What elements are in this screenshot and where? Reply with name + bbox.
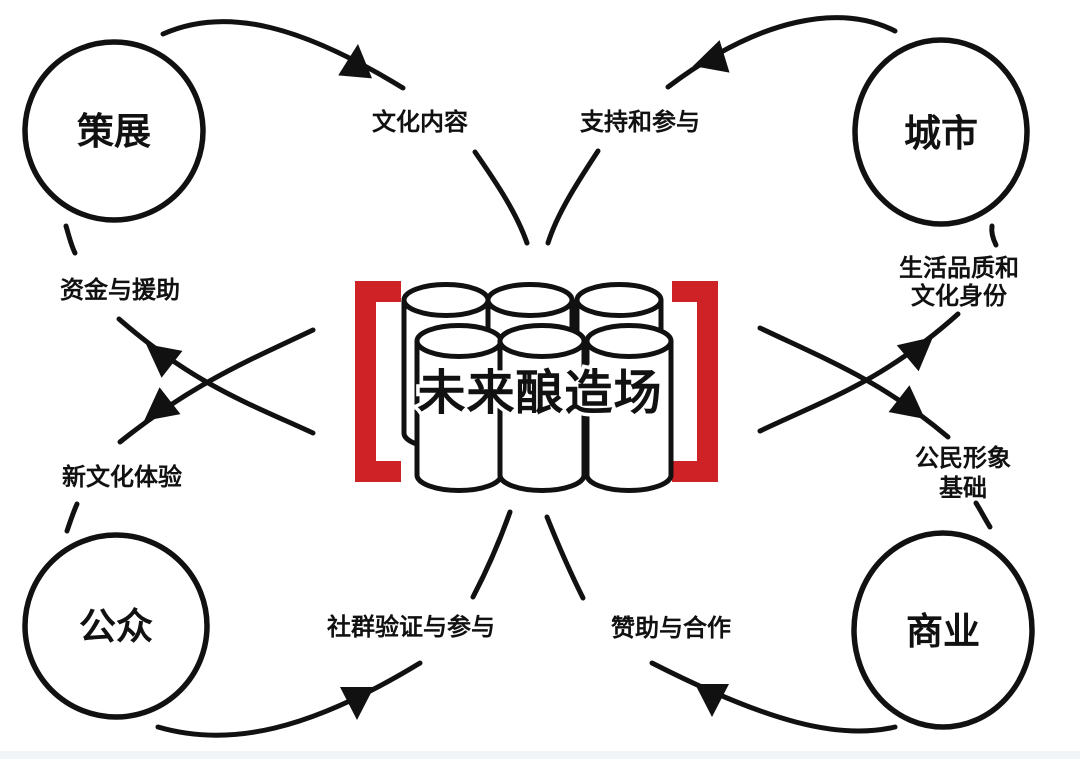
node-city-circle xyxy=(852,37,1030,227)
center-title: 未来酿造场 xyxy=(417,367,662,420)
arc-center-to-funding-label xyxy=(116,316,316,436)
node-public-circle xyxy=(22,532,210,720)
node-curation-circle xyxy=(22,39,206,223)
node-public-label: 公众 xyxy=(79,606,153,647)
node-business-circle xyxy=(851,530,1035,730)
left-bracket-icon xyxy=(355,281,401,482)
six-pack-cans-icon xyxy=(401,282,674,493)
flow-label-community-validation: 社群验证与参与 xyxy=(327,613,495,641)
arc-center-to-community-label xyxy=(470,509,513,600)
tick-city-quality xyxy=(989,223,999,248)
arc-center-to-sponsor-label xyxy=(544,514,586,601)
arc-label-to-center-right xyxy=(545,148,601,246)
flow-label-funding-assistance: 资金与援助 xyxy=(60,276,180,304)
arc-center-to-city-label xyxy=(757,311,961,434)
flow-label-civic-image-line2: 基础 xyxy=(939,475,987,502)
node-business-label: 商业 xyxy=(906,611,980,652)
tick-curation-funding xyxy=(63,223,78,256)
flow-label-cultural-content: 文化内容 xyxy=(372,108,468,136)
flow-label-life-quality-line1: 生活品质和 xyxy=(899,255,1019,282)
bottom-edge-strip xyxy=(0,751,1080,759)
can-front-3-lid xyxy=(584,323,674,359)
node-city-label: 城市 xyxy=(904,112,978,154)
tick-image-business xyxy=(973,500,993,530)
can-front-1-lid xyxy=(414,323,504,359)
can-back-1-lid xyxy=(401,282,491,318)
can-front-1 xyxy=(414,341,504,493)
can-back-3-lid xyxy=(574,282,664,318)
flow-label-support-participation: 支持和参与 xyxy=(580,108,700,136)
flow-label-new-culture-experience: 新文化体验 xyxy=(62,463,182,491)
flow-label-civic-image-line1: 公民形象 xyxy=(915,444,1011,472)
arc-label-to-center-left xyxy=(472,149,530,246)
tick-experience-public xyxy=(64,501,80,534)
flow-label-sponsor-cooperation: 赞助与合作 xyxy=(610,614,731,642)
right-bracket-icon xyxy=(672,281,718,482)
can-front-3 xyxy=(584,341,674,493)
arc-center-to-experience-label xyxy=(117,327,316,445)
node-curation-label: 策展 xyxy=(77,111,151,152)
can-front-2 xyxy=(497,341,587,493)
can-back-2-lid xyxy=(485,282,575,318)
arc-public-to-center xyxy=(155,660,423,738)
arc-business-to-center xyxy=(649,660,898,734)
can-front-2-lid xyxy=(497,323,587,359)
flow-label-life-quality-line2: 文化身份 xyxy=(911,282,1008,310)
